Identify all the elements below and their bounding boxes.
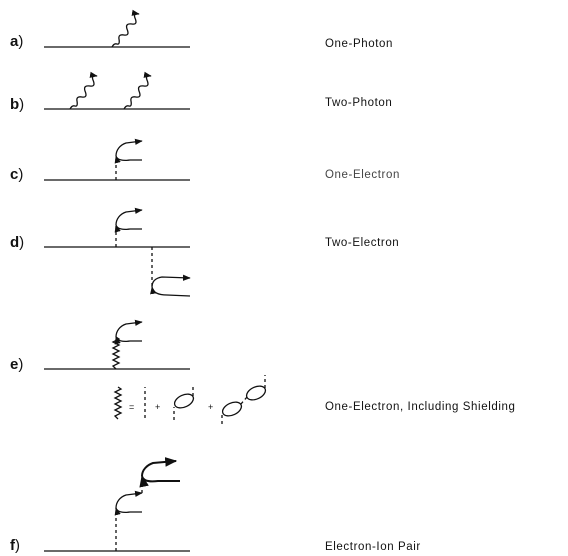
- electron-pair-return-f2: [139, 474, 180, 488]
- photon-wavy-line-a: [112, 9, 140, 47]
- two-bubble-middle-dash: [241, 397, 247, 404]
- shielded-interaction-zigzag-e: [113, 337, 119, 369]
- equation-plus-sign-2: +: [208, 402, 214, 412]
- electron-pair-return-c: [114, 155, 142, 164]
- electron-pair-bubble-f2: [142, 457, 178, 476]
- polarization-bubble-2a: [220, 399, 243, 418]
- electron-pair-return-e: [114, 336, 142, 345]
- electron-pair-bubble-c: [116, 138, 143, 156]
- zigzag-propagator-icon: [115, 387, 121, 419]
- photon-wavy-line-b2: [124, 71, 152, 109]
- electron-pair-bubble-d2: [152, 274, 191, 287]
- photon-wavy-line-b1: [70, 71, 98, 109]
- polarization-bubble-1: [172, 391, 195, 410]
- electron-pair-return-f1: [114, 507, 142, 516]
- row-label-e: e): [10, 356, 24, 373]
- description-one-photon: One-Photon: [325, 38, 394, 50]
- description-one-electron: One-Electron: [325, 169, 400, 181]
- description-two-photon: Two-Photon: [325, 97, 393, 109]
- electron-pair-bubble-f1: [116, 490, 143, 508]
- row-label-c: c): [10, 166, 24, 183]
- row-label-f: f): [10, 537, 20, 554]
- polarization-bubble-2b: [244, 383, 267, 402]
- description-electron-ion-pair: Electron-Ion Pair: [325, 541, 421, 553]
- electron-pair-bubble-e: [116, 319, 143, 337]
- row-label-d: d): [10, 234, 25, 251]
- row-label-b: b): [10, 96, 25, 113]
- equation-equals-sign: =: [129, 402, 135, 412]
- description-two-electron: Two-Electron: [325, 237, 400, 249]
- electron-pair-bubble-d1: [116, 207, 143, 225]
- electron-pair-return-d1: [114, 224, 142, 233]
- row-label-a: a): [10, 33, 24, 50]
- equation-plus-sign-1: +: [155, 402, 161, 412]
- electron-pair-return-d2: [150, 286, 190, 296]
- description-one-electron-shielding: One-Electron, Including Shielding: [325, 401, 516, 413]
